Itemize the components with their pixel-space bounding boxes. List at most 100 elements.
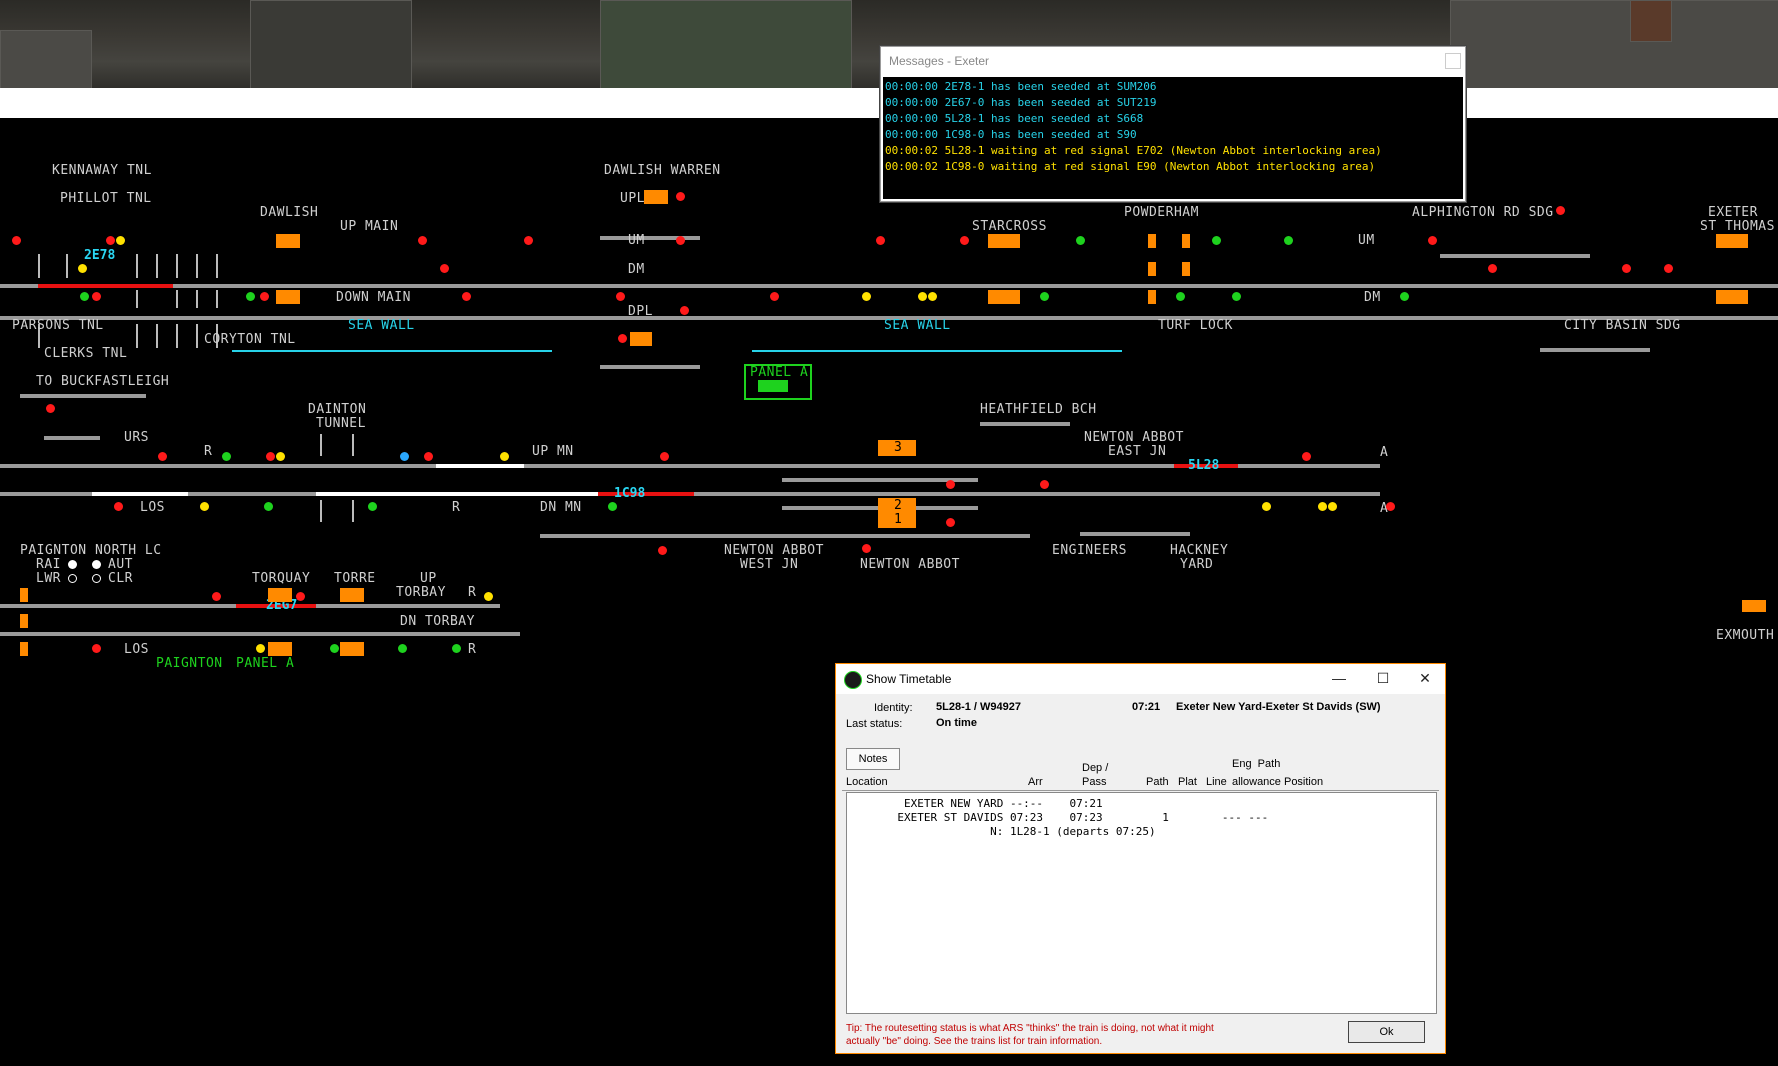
platform-2-1-berth[interactable]: 2 1 xyxy=(878,498,916,528)
berth[interactable] xyxy=(988,234,1020,248)
signal-red[interactable] xyxy=(862,544,871,553)
signal-red[interactable] xyxy=(440,264,449,273)
signal-red[interactable] xyxy=(1040,480,1049,489)
signal-green[interactable] xyxy=(1400,292,1409,301)
timetable-title-bar[interactable]: Show Timetable — ☐ ✕ xyxy=(836,664,1445,694)
signal-red[interactable] xyxy=(92,644,101,653)
signal-red[interactable] xyxy=(424,452,433,461)
signal-green[interactable] xyxy=(246,292,255,301)
messages-log[interactable]: 00:00:00 2E78-1 has been seeded at SUM20… xyxy=(883,77,1463,199)
close-icon[interactable] xyxy=(1445,53,1461,69)
berth[interactable] xyxy=(1742,600,1766,612)
berth[interactable] xyxy=(276,290,300,304)
berth[interactable] xyxy=(630,332,652,346)
signal-red[interactable] xyxy=(106,236,115,245)
signal-red[interactable] xyxy=(296,592,305,601)
berth[interactable] xyxy=(20,588,28,602)
show-timetable-window[interactable]: Show Timetable — ☐ ✕ Identity: 5L28-1 / … xyxy=(835,663,1446,1054)
lc-indicator[interactable] xyxy=(92,560,101,569)
signal-red[interactable] xyxy=(658,546,667,555)
berth[interactable] xyxy=(1716,234,1748,248)
berth[interactable] xyxy=(1148,234,1156,248)
signal-green[interactable] xyxy=(368,502,377,511)
signal-yellow[interactable] xyxy=(276,452,285,461)
signal-red[interactable] xyxy=(1386,502,1395,511)
berth[interactable] xyxy=(340,588,364,602)
signal-red[interactable] xyxy=(660,452,669,461)
berth[interactable] xyxy=(276,234,300,248)
messages-title-bar[interactable]: Messages - Exeter xyxy=(881,47,1465,75)
signal-green[interactable] xyxy=(1176,292,1185,301)
signal-yellow[interactable] xyxy=(116,236,125,245)
signal-yellow[interactable] xyxy=(1318,502,1327,511)
signal-red[interactable] xyxy=(1556,206,1565,215)
signal-yellow[interactable] xyxy=(928,292,937,301)
signal-red[interactable] xyxy=(212,592,221,601)
signal-green[interactable] xyxy=(80,292,89,301)
platform-3-berth[interactable]: 3 xyxy=(878,440,916,456)
signal-red[interactable] xyxy=(1488,264,1497,273)
berth[interactable] xyxy=(268,588,292,602)
train-description[interactable]: 5L28 xyxy=(1188,458,1220,473)
signal-red[interactable] xyxy=(946,480,955,489)
berth[interactable] xyxy=(20,642,28,656)
berth[interactable] xyxy=(268,642,292,656)
signal-green[interactable] xyxy=(398,644,407,653)
minimize-icon[interactable]: — xyxy=(1332,670,1346,686)
berth[interactable] xyxy=(988,290,1020,304)
signal-red[interactable] xyxy=(770,292,779,301)
signal-green[interactable] xyxy=(264,502,273,511)
signal-red[interactable] xyxy=(1428,236,1437,245)
close-icon[interactable]: ✕ xyxy=(1419,670,1431,686)
ok-button[interactable]: Ok xyxy=(1348,1021,1425,1043)
signal-green[interactable] xyxy=(1040,292,1049,301)
signalling-panel[interactable]: KENNAWAY TNL PHILLOT TNL DAWLISH UP MAIN… xyxy=(0,118,1778,1066)
signal-yellow[interactable] xyxy=(1262,502,1271,511)
signal-yellow[interactable] xyxy=(78,264,87,273)
signal-red[interactable] xyxy=(266,452,275,461)
berth[interactable] xyxy=(644,190,668,204)
signal-red[interactable] xyxy=(680,306,689,315)
notes-button[interactable]: Notes xyxy=(846,748,900,770)
signal-red[interactable] xyxy=(676,192,685,201)
berth[interactable] xyxy=(1182,262,1190,276)
panel-a-box[interactable]: PANEL A xyxy=(744,364,812,400)
signal-yellow[interactable] xyxy=(484,592,493,601)
signal-green[interactable] xyxy=(222,452,231,461)
timetable-row[interactable]: N: 1L28-1 (departs 07:25) xyxy=(851,825,1156,838)
train-description[interactable]: 1C98 xyxy=(614,486,646,501)
train-description[interactable]: 2E78 xyxy=(84,248,116,263)
maximize-icon[interactable]: ☐ xyxy=(1376,670,1390,686)
signal-red[interactable] xyxy=(46,404,55,413)
berth[interactable] xyxy=(1716,290,1748,304)
signal-red[interactable] xyxy=(876,236,885,245)
signal-green[interactable] xyxy=(1284,236,1293,245)
signal-red[interactable] xyxy=(418,236,427,245)
signal-yellow[interactable] xyxy=(200,502,209,511)
signal-red[interactable] xyxy=(616,292,625,301)
lc-indicator[interactable] xyxy=(68,560,77,569)
berth[interactable] xyxy=(1148,290,1156,304)
signal-red[interactable] xyxy=(676,236,685,245)
signal-green[interactable] xyxy=(1212,236,1221,245)
signal-red[interactable] xyxy=(114,502,123,511)
timetable-row[interactable]: EXETER NEW YARD --:-- 07:21 xyxy=(851,797,1103,810)
signal-green[interactable] xyxy=(452,644,461,653)
signal-yellow[interactable] xyxy=(256,644,265,653)
signal-red[interactable] xyxy=(618,334,627,343)
berth[interactable] xyxy=(1182,234,1190,248)
berth[interactable] xyxy=(20,614,28,628)
signal-red[interactable] xyxy=(524,236,533,245)
signal-yellow[interactable] xyxy=(918,292,927,301)
signal-red[interactable] xyxy=(946,518,955,527)
signal-green[interactable] xyxy=(1076,236,1085,245)
signal-yellow[interactable] xyxy=(500,452,509,461)
timetable-row[interactable]: EXETER ST DAVIDS 07:23 07:23 1 --- --- xyxy=(851,811,1269,824)
signal-red[interactable] xyxy=(260,292,269,301)
timetable-list[interactable]: EXETER NEW YARD --:-- 07:21 EXETER ST DA… xyxy=(846,792,1437,1014)
signal-green[interactable] xyxy=(608,502,617,511)
lc-indicator[interactable] xyxy=(92,574,101,583)
berth[interactable] xyxy=(1148,262,1156,276)
signal-green[interactable] xyxy=(330,644,339,653)
messages-window[interactable]: Messages - Exeter 00:00:00 2E78-1 has be… xyxy=(880,46,1466,202)
